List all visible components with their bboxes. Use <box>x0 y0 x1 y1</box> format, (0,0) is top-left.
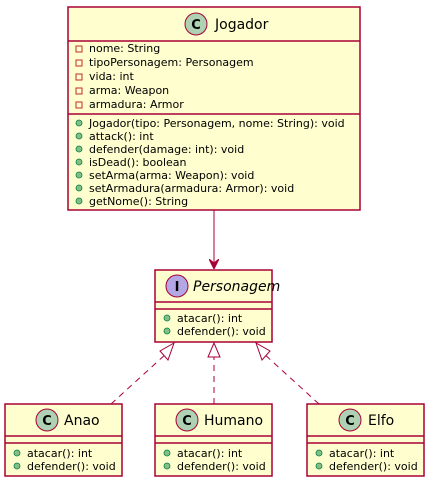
anao-class-icon-letter: C <box>42 414 52 429</box>
method-text: getNome(): String <box>89 195 188 208</box>
public-marker-icon <box>75 197 83 205</box>
elfo-class: C Elfo atacar(): int defender(): void <box>306 403 425 477</box>
personagem-interface-icon-letter: I <box>175 280 180 295</box>
method-text: isDead(): boolean <box>89 156 187 169</box>
elfo-class-icon-letter: C <box>345 414 355 429</box>
anao-class-icon: C <box>35 408 59 432</box>
attribute-text: vida: int <box>89 70 135 83</box>
public-marker-icon <box>163 449 171 457</box>
public-marker-icon <box>75 158 83 166</box>
realization-humano <box>207 341 221 404</box>
humano-box <box>154 403 273 477</box>
method-text: attack(): int <box>89 130 154 143</box>
method-row: atacar(): int <box>163 312 243 325</box>
humano-title: Humano <box>204 413 263 429</box>
elfo-class-icon: C <box>338 408 362 432</box>
method-text: defender(): void <box>27 460 116 473</box>
method-row: defender(): void <box>163 325 266 338</box>
attribute-row: arma: Weapon <box>75 84 169 97</box>
method-text: atacar(): int <box>177 312 243 325</box>
attribute-row: nome: String <box>75 42 160 55</box>
private-marker-icon <box>75 87 83 95</box>
realization-arrowhead-icon <box>207 341 221 358</box>
realization-arrowhead-icon <box>159 341 175 361</box>
method-row: defender(): void <box>13 460 116 473</box>
method-text: setArmadura(armadura: Armor): void <box>89 182 294 195</box>
method-text: Jogador(tipo: Personagem, nome: String):… <box>88 117 345 130</box>
private-marker-icon <box>75 45 83 53</box>
jogador-class: C Jogador nome: String tipoPersonagem: P… <box>67 6 361 211</box>
elfo-title: Elfo <box>368 413 394 429</box>
method-text: defender(damage: int): void <box>89 143 244 156</box>
jogador-attributes: nome: String tipoPersonagem: Personagem … <box>75 42 254 111</box>
private-marker-icon <box>75 73 83 81</box>
method-row: Jogador(tipo: Personagem, nome: String):… <box>75 117 345 130</box>
public-marker-icon <box>75 171 83 179</box>
method-row: atacar(): int <box>163 447 243 460</box>
public-marker-icon <box>13 449 21 457</box>
method-row: atacar(): int <box>13 447 93 460</box>
public-marker-icon <box>75 132 83 140</box>
method-row: atacar(): int <box>315 447 395 460</box>
jogador-class-icon: C <box>184 12 208 36</box>
public-marker-icon <box>315 462 323 470</box>
anao-class: C Anao atacar(): int defender(): void <box>4 403 123 477</box>
method-text: atacar(): int <box>27 447 93 460</box>
public-marker-icon <box>13 462 21 470</box>
private-marker-icon <box>75 101 83 109</box>
method-row: setArma(arma: Weapon): void <box>75 169 254 182</box>
personagem-interface: I Personagem atacar(): int defender(): v… <box>154 269 280 343</box>
public-marker-icon <box>75 145 83 153</box>
method-row: setArmadura(armadura: Armor): void <box>75 182 294 195</box>
jogador-class-icon-letter: C <box>191 18 201 33</box>
attribute-text: armadura: Armor <box>89 98 184 111</box>
public-marker-icon <box>163 462 171 470</box>
public-marker-icon <box>163 314 171 322</box>
realization-arrowhead-icon <box>255 341 271 361</box>
method-text: atacar(): int <box>177 447 243 460</box>
method-text: defender(): void <box>177 325 266 338</box>
jogador-methods: Jogador(tipo: Personagem, nome: String):… <box>75 117 345 208</box>
realization-elfo <box>255 341 320 405</box>
method-row: isDead(): boolean <box>75 156 187 169</box>
personagem-interface-icon: I <box>165 274 189 298</box>
personagem-title: Personagem <box>193 279 280 295</box>
humano-class: C Humano atacar(): int defender(): void <box>154 403 273 477</box>
method-row: defender(damage: int): void <box>75 143 244 156</box>
attribute-row: vida: int <box>75 70 135 83</box>
method-text: setArma(arma: Weapon): void <box>89 169 254 182</box>
private-marker-icon <box>75 59 83 67</box>
attribute-row: armadura: Armor <box>75 98 184 111</box>
public-marker-icon <box>315 449 323 457</box>
public-marker-icon <box>75 119 83 127</box>
public-marker-icon <box>75 184 83 192</box>
humano-class-icon: C <box>175 408 199 432</box>
method-row: attack(): int <box>75 130 154 143</box>
method-text: atacar(): int <box>329 447 395 460</box>
public-marker-icon <box>163 327 171 335</box>
method-text: defender(): void <box>177 460 266 473</box>
attribute-text: tipoPersonagem: Personagem <box>89 56 254 69</box>
jogador-title: Jogador <box>214 17 269 33</box>
attribute-text: arma: Weapon <box>89 84 169 97</box>
anao-box <box>4 403 123 477</box>
attribute-row: tipoPersonagem: Personagem <box>75 56 254 69</box>
anao-title: Anao <box>64 413 100 429</box>
method-row: defender(): void <box>163 460 266 473</box>
realization-anao <box>110 341 175 405</box>
method-row: defender(): void <box>315 460 418 473</box>
method-text: defender(): void <box>329 460 418 473</box>
attribute-text: nome: String <box>89 42 160 55</box>
elfo-box <box>306 403 425 477</box>
method-row: getNome(): String <box>75 195 188 208</box>
humano-class-icon-letter: C <box>182 414 192 429</box>
